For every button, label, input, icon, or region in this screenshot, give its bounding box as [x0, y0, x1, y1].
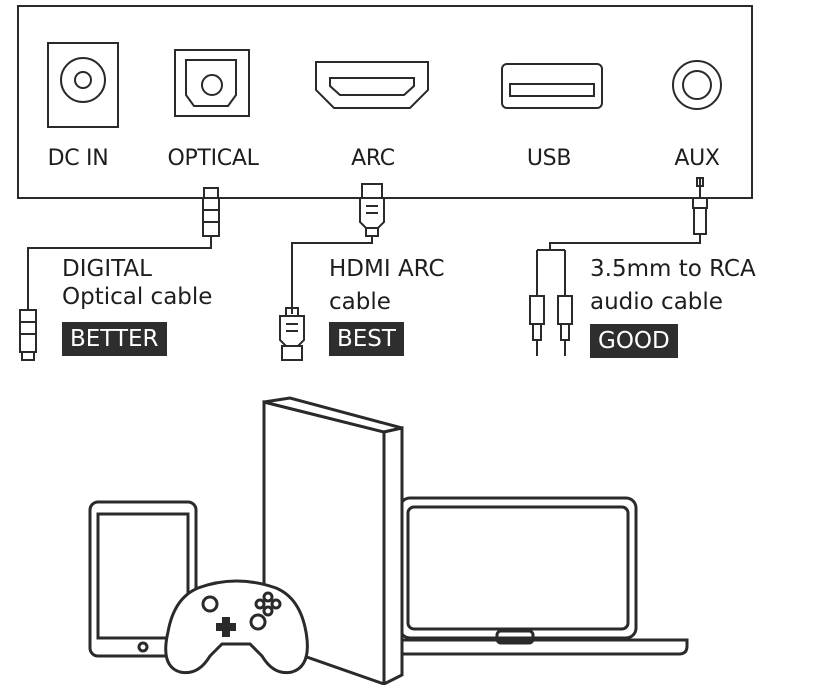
game-controller-icon: [164, 579, 309, 675]
port-label-aux: AUX: [674, 146, 720, 171]
rating-badge-better: BETTER: [62, 322, 167, 356]
port-label-dc-in: DC IN: [47, 146, 109, 171]
dc-in-port-icon: [47, 42, 119, 128]
aux-port-icon: [672, 60, 722, 110]
port-label-optical: OPTICAL: [167, 146, 259, 171]
hdmi-cable-label-line1: HDMI ARC: [329, 256, 445, 282]
optical-cable-label-line1: DIGITAL: [62, 256, 152, 282]
rca-cable-label-line2: audio cable: [590, 289, 723, 315]
hdmi-cable-label-line2: cable: [329, 289, 391, 315]
hdmi-cable-icon: [279, 183, 385, 361]
rating-badge-good: GOOD: [590, 324, 678, 358]
rating-badge-best: BEST: [329, 322, 404, 356]
hdmi-port-icon: [315, 61, 429, 109]
dpad-icon: [216, 617, 236, 637]
port-label-usb: USB: [526, 146, 572, 171]
optical-port-icon: [174, 49, 250, 117]
optical-cable-icon: [19, 187, 220, 361]
rca-cable-label-line1: 3.5mm to RCA: [590, 256, 756, 282]
rca-cable-icon: [529, 177, 708, 356]
tablet-icon: [88, 500, 198, 658]
usb-port-icon: [501, 63, 603, 109]
port-label-arc: ARC: [351, 146, 395, 171]
laptop-icon: [394, 496, 689, 656]
optical-cable-label-line2: Optical cable: [62, 284, 213, 310]
